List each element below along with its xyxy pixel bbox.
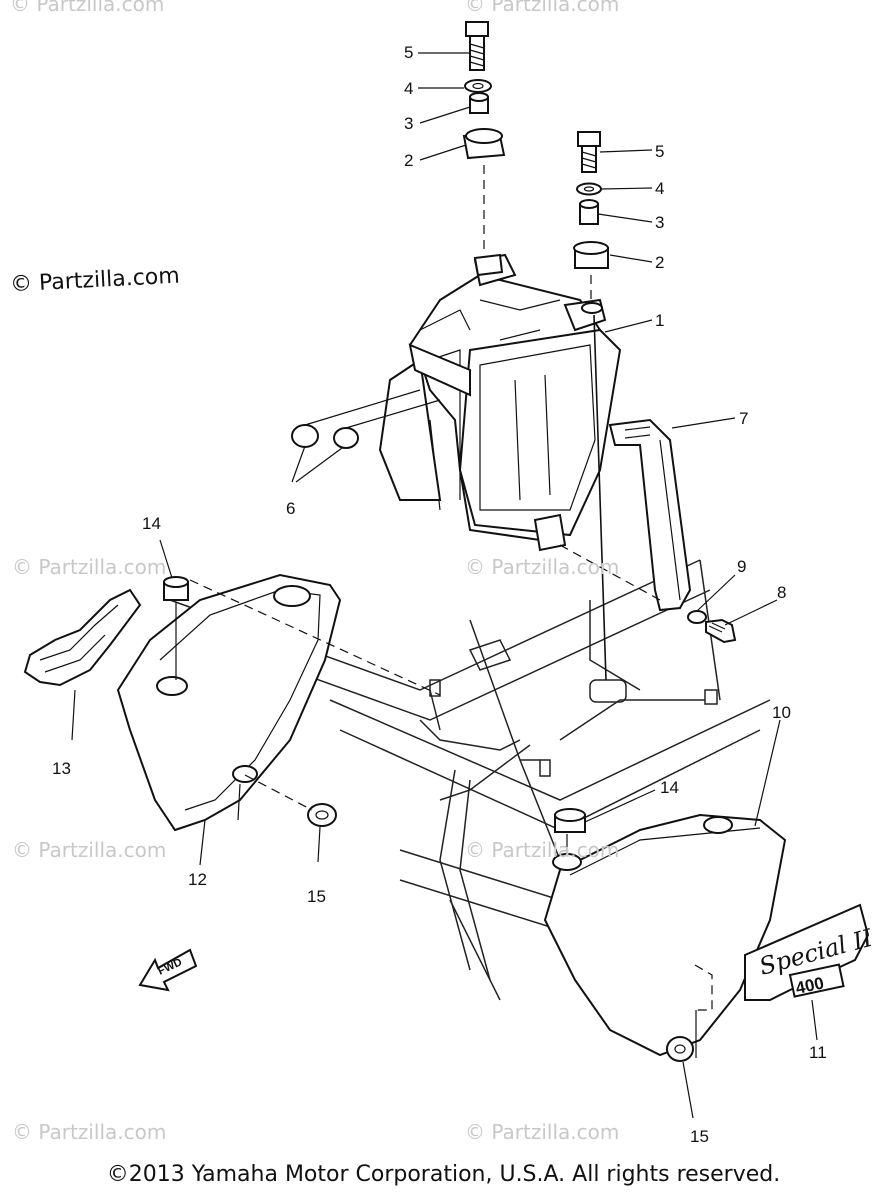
watermark: © Partzilla.com	[465, 0, 620, 16]
side-cover-left	[116, 573, 342, 832]
copyright-notice: ©2013 Yamaha Motor Corporation, U.S.A. A…	[106, 1162, 781, 1187]
battery-box	[378, 253, 622, 552]
watermark: © Partzilla.com	[465, 1120, 620, 1144]
watermark: © Partzilla.com	[10, 0, 165, 16]
label-3: 3	[655, 213, 664, 232]
watermark: © Partzilla.com	[465, 555, 620, 579]
screw-and-washer	[687, 610, 737, 644]
label-5: 5	[404, 43, 413, 62]
label-7: 7	[739, 409, 748, 428]
grommets	[163, 576, 694, 1119]
label-1: 1	[655, 311, 664, 330]
label-2: 2	[655, 253, 664, 272]
watermark: © Partzilla.com	[12, 838, 167, 862]
label-2: 2	[404, 151, 413, 170]
watermark: © Partzilla.com	[465, 838, 620, 862]
label-10: 10	[772, 703, 791, 722]
watermark: © Partzilla.com	[12, 1120, 167, 1144]
bolt-stack-right	[573, 131, 609, 681]
fwd-arrow-icon: FWD	[138, 948, 198, 992]
label-14: 14	[142, 514, 161, 533]
label-4: 4	[404, 79, 413, 98]
label-6: 6	[286, 499, 295, 518]
dampers	[291, 389, 441, 483]
leader-lines	[159, 52, 781, 866]
bolt-stack-left	[462, 21, 506, 277]
label-3: 3	[404, 114, 413, 133]
part-labels: 5 4 3 2 5 4 3 2 1 6 7 8 9 10 11 12 13 14…	[52, 43, 827, 1146]
label-8: 8	[777, 583, 786, 602]
label-12: 12	[188, 870, 207, 889]
watermark: © Partzilla.com	[12, 555, 167, 579]
label-15: 15	[690, 1127, 709, 1146]
label-9: 9	[737, 557, 746, 576]
label-14: 14	[660, 778, 679, 797]
side-cover-right	[543, 813, 787, 1058]
label-4: 4	[655, 179, 664, 198]
label-11: 11	[809, 1043, 827, 1062]
label-5: 5	[655, 142, 664, 161]
label-13: 13	[52, 759, 71, 778]
label-15: 15	[307, 887, 326, 906]
bracket	[559, 418, 692, 612]
emblem-left	[23, 588, 142, 741]
